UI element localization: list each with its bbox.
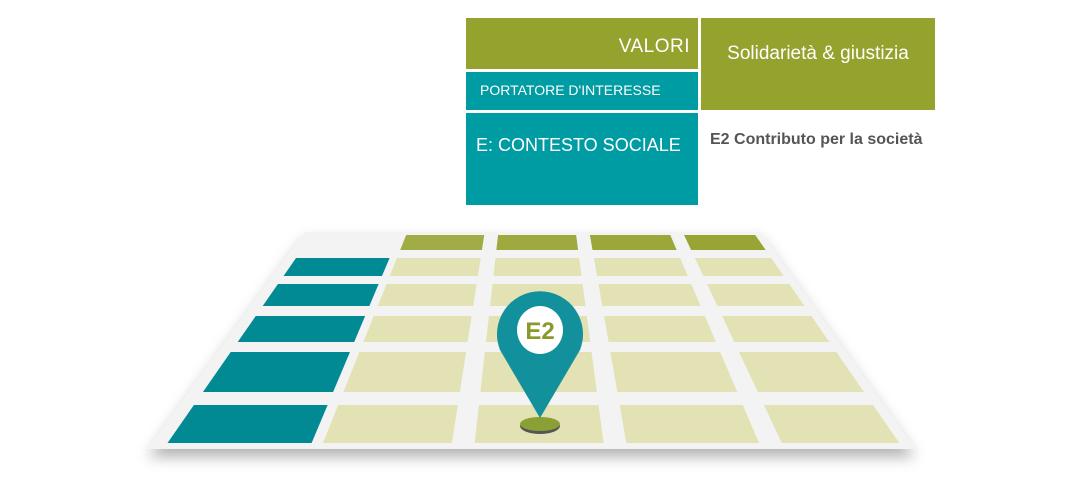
board-cell: [707, 284, 805, 306]
value-name: Solidarietà & giustizia: [701, 18, 935, 110]
board-cell: [493, 258, 582, 276]
board-cell: [322, 405, 458, 443]
stakeholder-name: E: CONTESTO SOCIALE: [466, 113, 698, 205]
board-header-cell: [400, 235, 485, 250]
map-pin: E2: [497, 291, 583, 434]
board-header-cell: [496, 235, 579, 250]
board-cell: [694, 258, 784, 276]
board-cell: [763, 405, 900, 443]
board-header-cell: [589, 235, 677, 250]
board-cell: [610, 352, 738, 392]
board-cell: [377, 284, 477, 306]
board-cell: [739, 352, 865, 392]
board-cell: [619, 405, 760, 443]
values-header: VALORI: [466, 18, 698, 69]
pin-label: E2: [525, 318, 554, 345]
board-cell: [343, 352, 467, 392]
board-header-cell: [684, 235, 766, 250]
board-stakeholder-cell: [167, 405, 328, 443]
board-cell: [598, 284, 701, 306]
board-cell: [604, 316, 716, 342]
board-cell: [593, 258, 688, 276]
stakeholder-header: PORTATORE D'INTERESSE: [466, 72, 698, 110]
board-stakeholder-cell: [237, 316, 366, 342]
board-stakeholder-cell: [283, 258, 390, 276]
board-cell: [389, 258, 481, 276]
board-cell: [363, 316, 472, 342]
board-stakeholder-cell: [262, 284, 379, 306]
board-cell: [722, 316, 830, 342]
board-stakeholder-cell: [202, 352, 350, 392]
theme-label: E2 Contributo per la società: [710, 131, 923, 148]
